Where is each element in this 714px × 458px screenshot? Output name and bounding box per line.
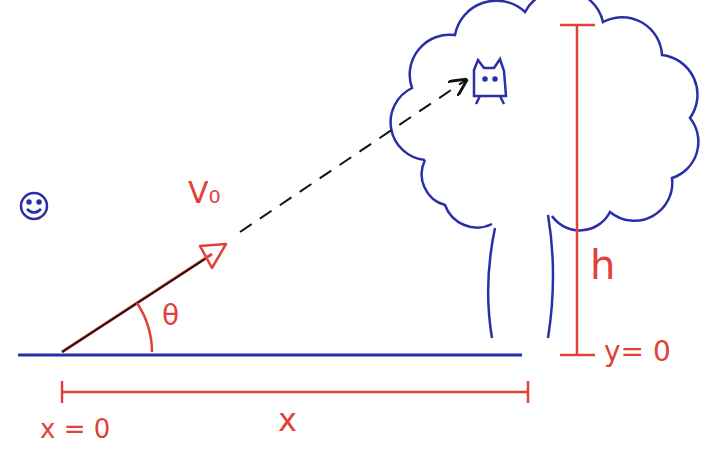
label-position: y= 0 [604, 338, 671, 366]
label-position: x = 0 [40, 416, 110, 442]
math-label: x [278, 401, 297, 439]
math-label: x = 0 [40, 414, 110, 444]
label-position: V₀ [188, 178, 221, 208]
vector-arrowhead [200, 244, 226, 268]
math-label: θ [162, 299, 179, 332]
distance-dimension [62, 381, 528, 403]
trajectory-line [240, 80, 466, 232]
velocity-vector [62, 254, 212, 352]
angle-arc [137, 303, 152, 352]
math-label: y= 0 [604, 335, 671, 368]
math-label: h [590, 242, 615, 288]
label-position: h [590, 245, 615, 285]
height-dimension [560, 25, 595, 355]
tree-crown [391, 0, 699, 230]
animal-in-tree [474, 59, 506, 104]
tree-trunk [488, 215, 553, 338]
label-position: x [278, 404, 297, 436]
label-position: θ [162, 302, 179, 330]
velocity-vector [62, 259, 205, 352]
math-label: V₀ [188, 175, 221, 210]
smiley-face [21, 193, 47, 219]
ground-line [18, 354, 522, 357]
